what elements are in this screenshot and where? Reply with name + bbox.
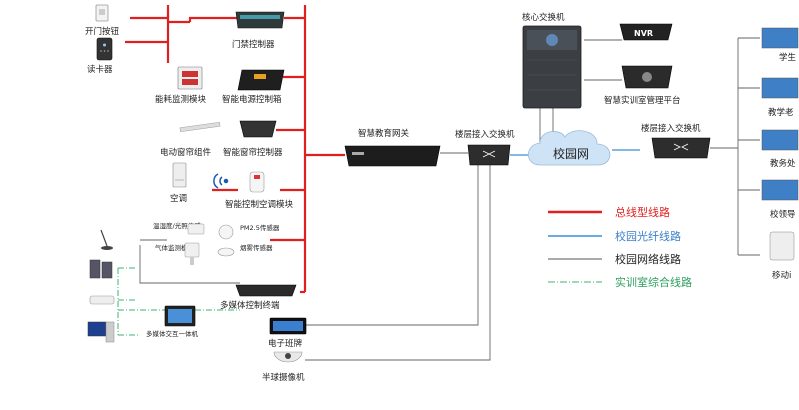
- laptop-icon: [761, 27, 799, 261]
- desktop-pc-icon: [87, 321, 115, 343]
- media-terminal-icon: [235, 284, 297, 297]
- ac-module-icon: [249, 171, 265, 193]
- interactive-board-label: 多媒体交互一体机: [146, 329, 199, 338]
- leader-label: 校领导: [770, 209, 796, 220]
- student-label: 学生: [779, 52, 797, 63]
- router-icon: [89, 295, 115, 305]
- floor-switch-right-icon: [651, 137, 711, 159]
- legend: 总线型线路 校园光纤线路 校园网络线路 实训室综合线路: [548, 205, 692, 289]
- dome-camera-icon: [273, 351, 303, 363]
- air-conditioner-label: 空调: [170, 193, 187, 204]
- door-button-label: 开门按钮: [85, 26, 120, 37]
- power-box-label: 智能电源控制箱: [222, 94, 282, 105]
- energy-module-label: 能耗监测模块: [155, 94, 207, 105]
- e-board-icon: [269, 317, 307, 335]
- platform-label: 智慧实训室管理平台: [604, 95, 681, 106]
- access-controller-label: 门禁控制器: [232, 39, 275, 50]
- temp-sensor-icon: [187, 223, 205, 235]
- gateway-label: 智慧教育网关: [358, 128, 410, 139]
- core-switch-icon: [522, 25, 582, 109]
- power-box-icon: [237, 69, 285, 91]
- dome-camera-label: 半球摄像机: [262, 372, 305, 383]
- legend-label-fiber: 校园光纤线路: [615, 229, 681, 243]
- floor-switch-right-label: 楼层接入交换机: [641, 123, 701, 134]
- smoke-sensor-icon: [217, 247, 235, 257]
- door-button-icon: [95, 4, 109, 22]
- curtain-controller-icon: [239, 120, 277, 138]
- campus-cloud-icon: [527, 130, 611, 166]
- media-terminal-label: 多媒体控制终端: [220, 300, 280, 311]
- temp-humidity-label: 温湿度/光照传感: [153, 221, 201, 230]
- nvr-icon: NVR: [619, 23, 673, 41]
- interactive-board-icon: [164, 305, 196, 327]
- nvr-text: NVR: [634, 29, 653, 38]
- core-switch-label: 核心交换机: [522, 12, 565, 23]
- gas-monitor-label: 气体监测模块: [155, 243, 195, 252]
- bus-lines: [125, 5, 345, 294]
- curtain-controller-label: 智能窗帘控制器: [223, 147, 283, 158]
- mobile-label: 移动i: [772, 270, 791, 281]
- teacher-label: 教学老: [768, 107, 794, 118]
- wireless-icon: [213, 173, 229, 189]
- e-board-label: 电子班牌: [268, 338, 303, 349]
- card-reader-label: 读卡器: [87, 64, 113, 75]
- air-conditioner-icon: [172, 162, 187, 188]
- card-reader-icon: [96, 37, 113, 61]
- smoke-label: 烟雾传感器: [240, 243, 273, 252]
- floor-switch-left-label: 楼层接入交换机: [455, 129, 515, 140]
- curtain-motor-icon: [179, 121, 221, 133]
- fiber-lines: [510, 149, 640, 156]
- access-controller-icon: [235, 11, 285, 29]
- curtain-component-label: 电动窗帘组件: [160, 147, 212, 158]
- legend-label-lab: 实训室综合线路: [615, 275, 692, 289]
- pm25-label: PM2.5传感器: [240, 223, 280, 232]
- campus-net-label: 校园网: [553, 146, 589, 161]
- platform-server-icon: [621, 65, 673, 89]
- pm25-sensor-icon: [218, 224, 234, 240]
- speaker-icon: [89, 259, 113, 279]
- legend-label-bus: 总线型线路: [615, 205, 670, 219]
- energy-meter-icon: [177, 66, 203, 90]
- gas-sensor-icon: [184, 242, 200, 265]
- microphone-icon: [100, 229, 113, 250]
- floor-switch-left-icon: [467, 144, 511, 166]
- gateway-icon: [344, 145, 441, 167]
- legend-label-network: 校园网络线路: [615, 252, 681, 266]
- affairs-label: 教务处: [770, 158, 796, 169]
- ac-module-label: 智能控制空调模块: [225, 199, 294, 210]
